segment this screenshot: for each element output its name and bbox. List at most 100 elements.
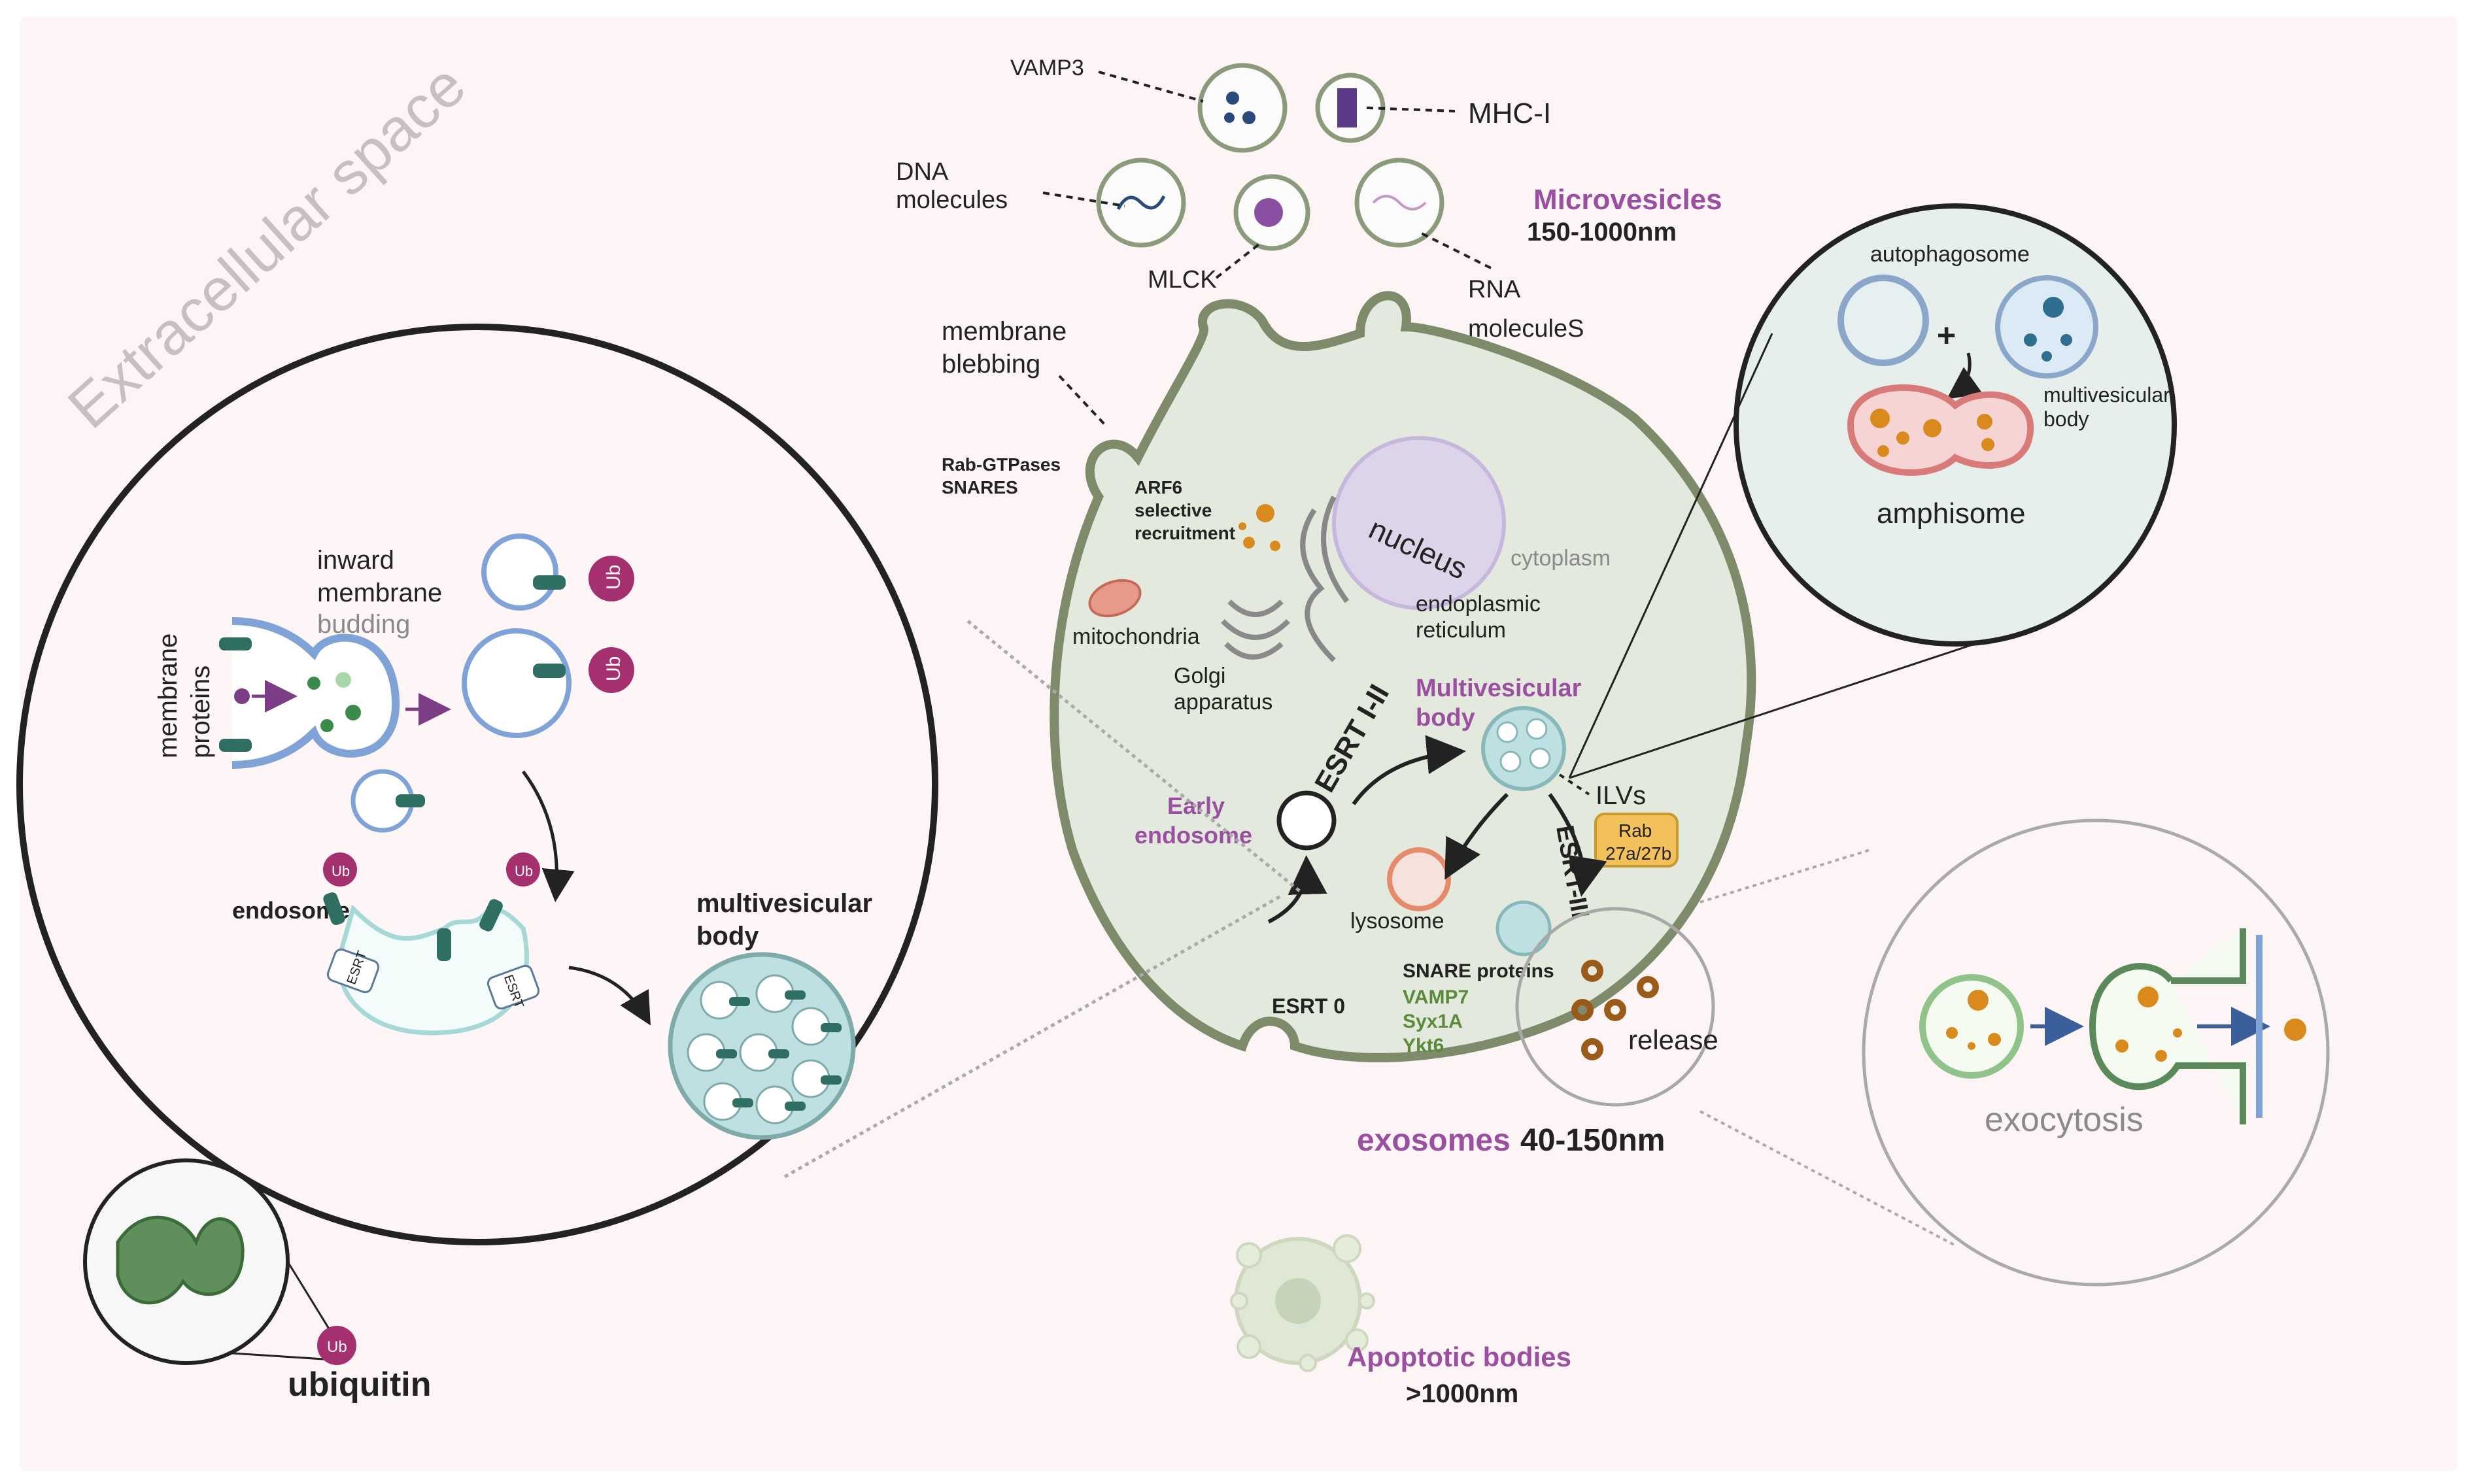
golgi-label: Golgi xyxy=(1174,664,1225,688)
vamp3-icon xyxy=(1224,92,1256,124)
ub-vesicle-mid-protein xyxy=(533,664,566,678)
membrane-blebbing-label: membrane xyxy=(942,317,1067,346)
exocytosis-leader-2 xyxy=(1700,1110,1956,1247)
ub-badge-5 xyxy=(317,1326,356,1365)
ub-vesicle-top-protein xyxy=(533,575,566,590)
amphisome-particles xyxy=(1870,409,1994,457)
arrow-early-to-mvb xyxy=(1352,735,1466,805)
autophagosome-label: autophagosome xyxy=(1870,242,2030,267)
dna-label-2: molecules xyxy=(896,186,1008,214)
apoptotic-label: Apoptotic bodies xyxy=(1347,1341,1571,1372)
esrt-tag-left xyxy=(326,948,380,994)
mvb-ilvs xyxy=(1496,718,1551,773)
cytoplasm-label: cytoplasm xyxy=(1511,546,1611,571)
exocytosis-v1-dots xyxy=(1946,990,2001,1050)
exosomes-size: 40-150nm xyxy=(1520,1123,1665,1158)
mvb-in-cell xyxy=(1481,706,1566,791)
mvb-small-label-2: body xyxy=(2043,407,2089,431)
rna-label-2: moleculeS xyxy=(1468,315,1584,343)
ub-badge-1 xyxy=(589,556,634,601)
exocytosis-released xyxy=(2284,1019,2306,1041)
leader-vamp3 xyxy=(1098,71,1204,103)
mvb-formation-detail: membrane proteins inward membrane buddin… xyxy=(16,324,1303,1245)
apoptotic-body: Apoptotic bodies >1000nm xyxy=(1230,1234,1571,1408)
exosomes-label: exosomes xyxy=(1357,1123,1511,1158)
membrane-proteins-label-2: proteins xyxy=(186,666,215,758)
esrt-tag-right xyxy=(487,964,540,1010)
ykt6-label: Ykt6 xyxy=(1403,1035,1444,1056)
arrow-esrt0-to-early xyxy=(1267,855,1327,924)
dna-icon xyxy=(1116,195,1166,211)
ub-vesicle-top xyxy=(481,533,558,611)
rna-icon xyxy=(1372,195,1427,211)
ub-badge-5-label: Ub xyxy=(327,1338,347,1356)
release-detail: release exosomes 40-150nm xyxy=(1357,907,1718,1158)
exocytosis-bubble: exocytosis xyxy=(1700,818,2330,1287)
autophagosome xyxy=(1837,275,1929,366)
ubiquitin-structure xyxy=(116,1215,245,1305)
big-mvb-label: multivesicular xyxy=(696,889,872,918)
mvb-label: Multivesicular xyxy=(1416,675,1582,702)
left-leader-2 xyxy=(783,894,1283,1179)
mhc1-label: MHC-I xyxy=(1468,97,1551,129)
mhc1-icon xyxy=(1337,88,1357,127)
vamp7-label: VAMP7 xyxy=(1403,987,1469,1008)
inward-budding-label-3: budding xyxy=(317,610,410,639)
cell: nucleus cytoplasm endoplasmic reticulum … xyxy=(942,291,1756,1062)
inward-budding-label-2: membrane xyxy=(317,579,442,607)
ub-badge-3-label: Ub xyxy=(332,863,350,879)
microvesicles-label: Microvesicles xyxy=(1533,184,1722,216)
microvesicles-size: 150-1000nm xyxy=(1527,218,1677,246)
release-circle xyxy=(1515,907,1715,1107)
syx1a-label: Syx1A xyxy=(1403,1011,1463,1032)
mlck-label: MLCK xyxy=(1148,266,1217,294)
exocytosis-leader-1 xyxy=(1700,849,1871,903)
ilvs-label: ILVs xyxy=(1596,781,1646,810)
endoplasmic-reticulum xyxy=(1300,496,1350,662)
ub-vesicle-mid xyxy=(462,628,572,738)
arf6-particles xyxy=(1238,504,1280,551)
mvb-small-dots xyxy=(2024,297,2072,362)
apoptotic-nucleus xyxy=(1275,1278,1321,1324)
microvesicles-cluster: VAMP3 MHC-I DNA molecules MLCK RNA molec… xyxy=(896,56,1722,343)
rab-tag xyxy=(1594,813,1679,868)
dna-label: DNA xyxy=(896,158,949,186)
early-endosome xyxy=(1276,790,1337,851)
nucleus xyxy=(1332,436,1506,610)
ub-vesicle-small-protein xyxy=(396,794,425,807)
vamp3-label: VAMP3 xyxy=(1010,56,1084,80)
arrow-mvb-to-release xyxy=(1548,793,1607,897)
arrow-to-endosome xyxy=(521,770,575,902)
amphisome-bubble: autophagosome + multivesicular body amph… xyxy=(1568,203,2177,779)
exocytosis-label: exocytosis xyxy=(1985,1101,2144,1139)
golgi-label-2: apparatus xyxy=(1174,690,1273,715)
mvb-small xyxy=(1995,275,2098,379)
rna-label: RNA xyxy=(1468,276,1521,303)
leader-mlck xyxy=(1215,241,1263,279)
exocytosis-circle xyxy=(1862,818,2330,1287)
endosome-shape xyxy=(337,904,530,1036)
membrane-proteins-label: membrane xyxy=(154,633,182,758)
apoptotic-blebs xyxy=(1230,1234,1375,1372)
early-endosome-label-2: endosome xyxy=(1135,822,1252,849)
release-label: release xyxy=(1628,1024,1718,1055)
er-label: endoplasmic xyxy=(1416,592,1541,616)
leader-dna xyxy=(1042,192,1125,207)
arf6-label: ARF6 xyxy=(1135,477,1182,497)
rab-tag-label: Rab xyxy=(1618,820,1652,841)
ub-badge-4 xyxy=(506,852,540,886)
mvb-label-2: body xyxy=(1416,704,1475,732)
lysosome xyxy=(1387,847,1451,911)
apoptotic-size: >1000nm xyxy=(1406,1379,1518,1408)
leader-mhc1 xyxy=(1366,107,1456,112)
left-leader-1 xyxy=(966,620,1303,894)
mlck-icon xyxy=(1254,198,1283,227)
membrane-protein-pegs xyxy=(219,637,252,752)
exocytosis-v2-dots xyxy=(2115,987,2182,1062)
esrt-0-label: ESRT 0 xyxy=(1272,994,1345,1018)
ubiquitin-label: ubiquitin xyxy=(288,1366,431,1404)
exocytosis-fusion xyxy=(2089,928,2246,1124)
ub-badge-1-label: Ub xyxy=(603,565,624,590)
ubiquitin-leader-2 xyxy=(231,1352,334,1361)
